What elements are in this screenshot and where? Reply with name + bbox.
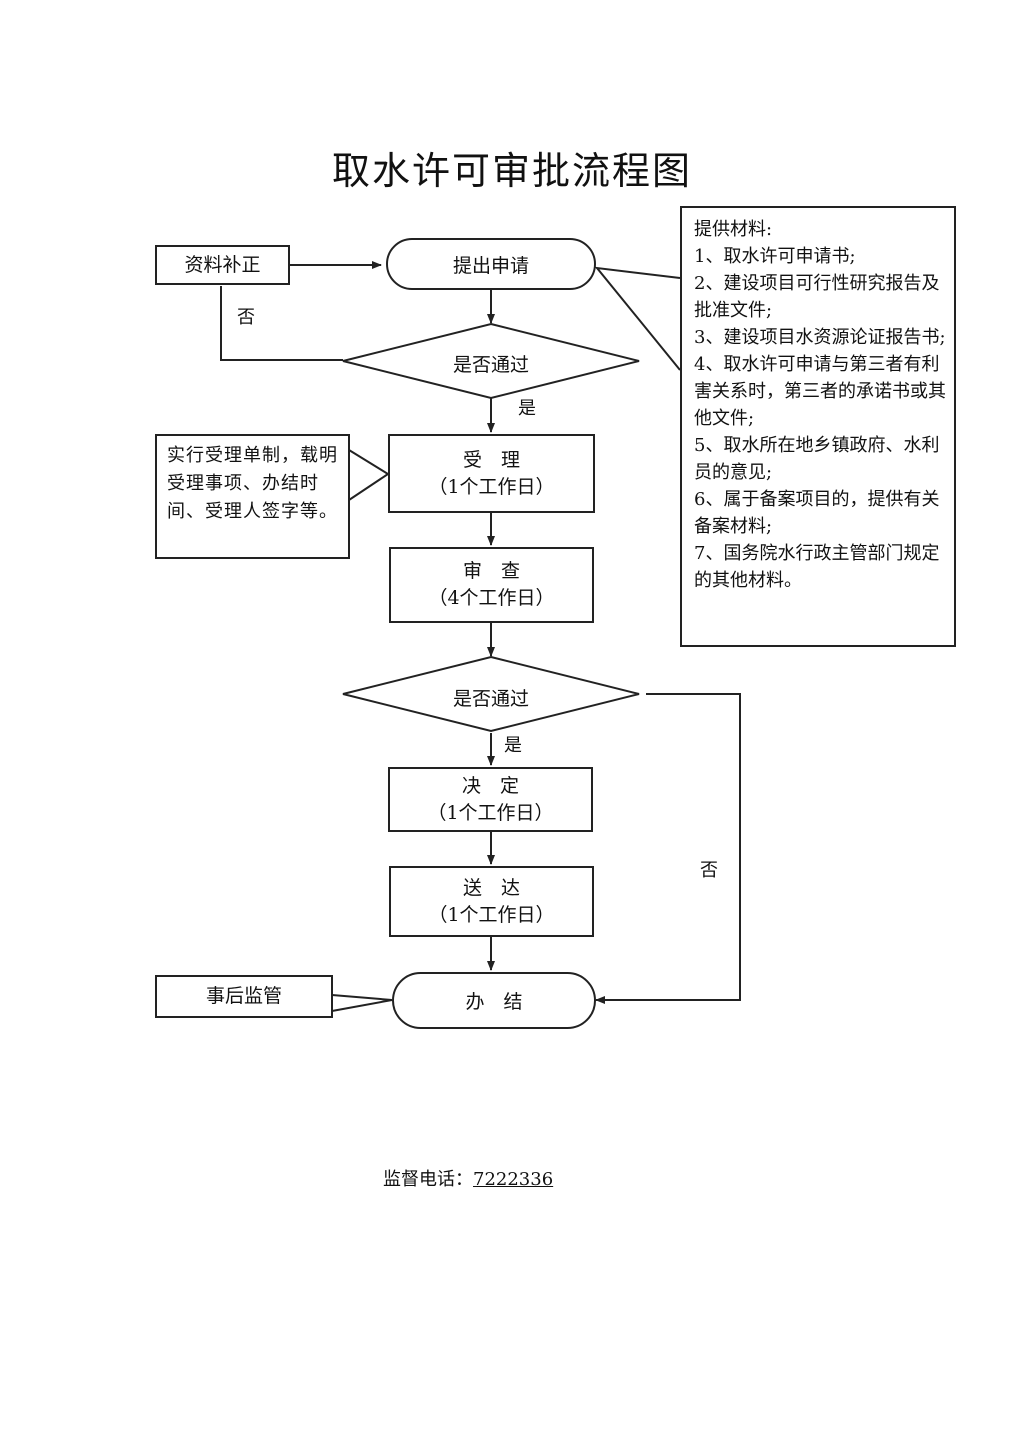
accept-days: （1个工作日） <box>428 475 555 498</box>
callout-supervise <box>331 994 393 1012</box>
review-name: 审 查 <box>462 560 520 582</box>
phone-label: 监督电话： <box>383 1169 473 1190</box>
materials-item-2: 2、建设项目可行性研究报告及批准文件; <box>694 273 940 321</box>
materials-box: 提供材料: 1、取水许可申请书; 2、建设项目可行性研究报告及批准文件; 3、建… <box>680 206 956 647</box>
apply-node: 提出申请 <box>386 238 596 290</box>
materials-item-5: 5、取水所在地乡镇政府、水利员的意见; <box>694 435 940 483</box>
no-label-2: 否 <box>700 860 718 881</box>
decide-days: （1个工作日） <box>427 801 554 824</box>
line-check1-no <box>220 286 343 361</box>
materials-item-1: 1、取水许可申请书; <box>694 246 856 267</box>
supervision-phone: 监督电话：7222336 <box>383 1165 553 1191</box>
check2-label: 是否通过 <box>452 688 529 710</box>
decide-name: 决 定 <box>461 774 519 797</box>
review-days: （4个工作日） <box>428 587 555 609</box>
yes-label-1: 是 <box>518 398 536 419</box>
materials-item-4: 4、取水许可申请与第三者有利害关系时，第三者的承诺书或其他文件; <box>694 354 946 429</box>
decision-diamond-2 <box>342 655 640 733</box>
supervise-box: 事后监管 <box>155 975 333 1018</box>
decide-node: 决 定 （1个工作日） <box>388 767 593 832</box>
accept-note-text: 实行受理单制，载明受理事项、办结时间、受理人签字等。 <box>167 445 338 522</box>
apply-label: 提出申请 <box>452 254 529 277</box>
yes-label-2: 是 <box>504 735 522 756</box>
deliver-days: （1个工作日） <box>428 903 555 926</box>
deliver-node: 送 达 （1个工作日） <box>389 866 594 937</box>
finish-label: 办 结 <box>465 991 523 1013</box>
callout-accept-note <box>348 449 390 501</box>
accept-name: 受 理 <box>462 448 520 471</box>
materials-item-7: 7、国务院水行政主管部门规定的其他材料。 <box>694 543 940 591</box>
deliver-name: 送 达 <box>462 876 520 899</box>
arrow-check2-no-to-finish <box>595 693 741 1004</box>
materials-heading: 提供材料: <box>694 219 773 240</box>
finish-node: 办 结 <box>392 972 596 1029</box>
check1-label: 是否通过 <box>452 354 529 376</box>
accept-note-box: 实行受理单制，载明受理事项、办结时间、受理人签字等。 <box>155 434 350 559</box>
supplement-box: 资料补正 <box>155 245 290 285</box>
materials-item-6: 6、属于备案项目的，提供有关备案材料; <box>694 489 940 537</box>
accept-node: 受 理 （1个工作日） <box>388 434 595 513</box>
review-node: 审 查 （4个工作日） <box>389 547 594 623</box>
supplement-label: 资料补正 <box>184 253 261 276</box>
no-label-1: 否 <box>237 307 255 328</box>
phone-number: 7222336 <box>473 1169 554 1190</box>
supervise-label: 事后监管 <box>205 985 282 1007</box>
decision-diamond-1 <box>342 322 640 400</box>
callout-materials <box>594 266 681 371</box>
materials-item-3: 3、建设项目水资源论证报告书; <box>694 327 946 348</box>
page-title: 取水许可审批流程图 <box>331 149 692 193</box>
